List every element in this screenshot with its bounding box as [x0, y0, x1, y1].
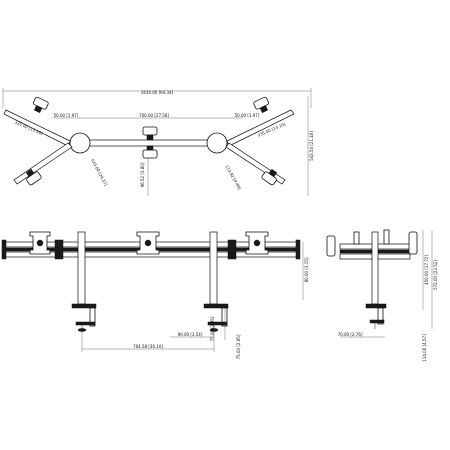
base-depth-label: 70.00 [2.76] [338, 332, 363, 337]
side-mount-left [326, 235, 336, 257]
bar-height-label: 80.00 [3.15] [304, 257, 309, 282]
vesa-mount-left-lower [25, 168, 42, 186]
vesa-mount-left-upper [33, 96, 49, 113]
clamp-gap-label-2: 75.00 [2.95] [236, 334, 241, 359]
right-clamp [203, 303, 229, 332]
left-offset-label: 50.00 [1.97] [54, 113, 79, 118]
left-hub [69, 132, 91, 154]
vesa-mount-right-upper [253, 96, 269, 113]
clamp-gap-label: 75.00 [2.95] [210, 316, 215, 341]
side-view: 450.00 [17.72] 572.00 [22.52] 114.00 [4.… [326, 229, 438, 362]
vesa-plate-center [136, 231, 160, 255]
left-diag-label: 619.00 [24.37] [90, 158, 109, 187]
center-span-label: 700.00 [27.56] [139, 113, 169, 118]
left-clamp [71, 303, 97, 332]
upper-height-label: 450.00 [17.72] [424, 255, 429, 285]
vesa-mount-center-top [142, 126, 158, 159]
side-mount-mid [353, 231, 360, 245]
top-crossbar [79, 139, 221, 147]
pole-span-label: 764.58 [30.10] [133, 344, 163, 349]
left-lower-arm [13, 142, 73, 185]
right-hub [206, 132, 228, 154]
clamp-height-label: 114.00 [4.57] [422, 334, 427, 362]
clamp-offset-label: 90.00 [3.54] [178, 332, 203, 337]
vesa-plate-left [29, 231, 64, 260]
overall-depth-label: 543.54 [21.40] [309, 131, 314, 161]
vesa-plate-right [227, 231, 269, 260]
right-diag-label: 113.92 [4.49] [224, 164, 242, 191]
top-view: 1634.00 [64.34] 543.54 [21.40] 700.00 [2… [2, 88, 314, 196]
center-depth-label: 96.52 [3.80] [140, 162, 145, 187]
right-pole [209, 231, 218, 305]
front-view: 80.00 [3.15] 90.00 [3.54] 75.00 [2.95] 7… [1, 231, 309, 359]
overall-width-label: 1634.00 [64.34] [141, 90, 174, 95]
side-mount-right [408, 231, 418, 255]
left-pole [77, 231, 86, 305]
side-mount-mid2 [383, 229, 390, 245]
right-offset-label: 50.00 [1.97] [235, 113, 260, 118]
vesa-mount-right-lower [261, 168, 278, 186]
side-pole [371, 231, 379, 305]
side-clamp-top [365, 303, 387, 309]
total-height-label: 572.00 [22.52] [433, 260, 438, 290]
